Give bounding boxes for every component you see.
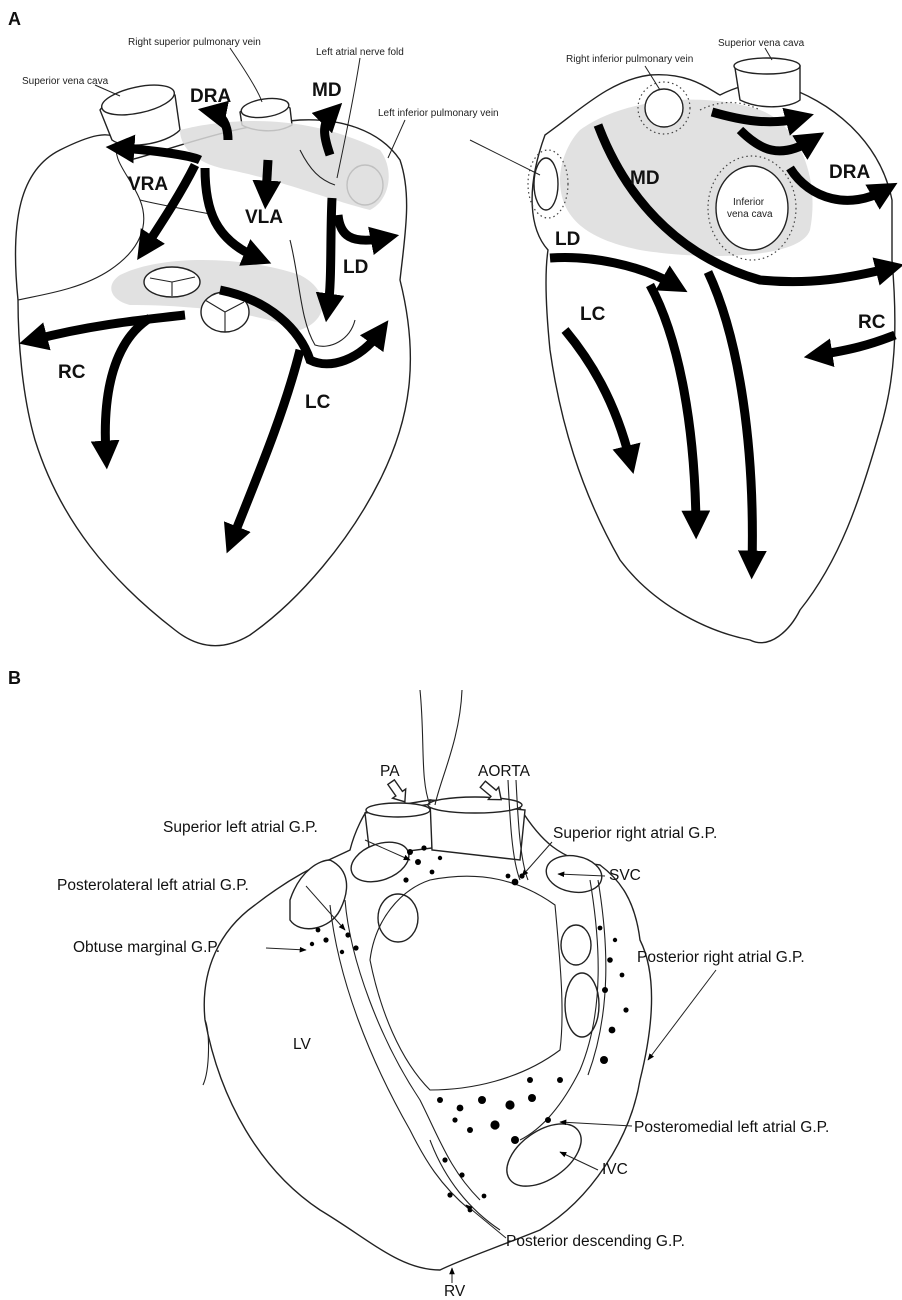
label-vla: VLA	[245, 207, 283, 228]
label-rv: RV	[444, 1283, 466, 1300]
label-left-inferior-pulmonary-vein: Left inferior pulmonary vein	[378, 108, 499, 119]
label-right-superior-pulmonary-vein: Right superior pulmonary vein	[128, 37, 261, 48]
arrow-ld-1	[328, 198, 332, 308]
label-obtuse-marginal-gp: Obtuse marginal G.P.	[73, 939, 220, 956]
label-inferior-right-1: Inferior	[733, 197, 765, 208]
label-vra: VRA	[128, 174, 168, 195]
label-inferior-right-2: vena cava	[727, 209, 773, 220]
label-md-right: MD	[630, 168, 660, 189]
label-rc: RC	[58, 362, 86, 383]
label-posteromedial-left-atrial-gp: Posteromedial left atrial G.P.	[634, 1119, 829, 1136]
ivc-opening	[716, 166, 788, 250]
label-dra: DRA	[190, 86, 231, 107]
label-superior-left-atrial-gp: Superior left atrial G.P.	[163, 819, 318, 836]
label-posterior-right-atrial-gp: Posterior right atrial G.P.	[637, 949, 805, 966]
panel-a-right-heart: MD DRA LD LC RC Inferior vena cava Right…	[470, 38, 895, 643]
label-pa: PA	[380, 763, 400, 780]
label-posterolateral-left-atrial-gp: Posterolateral left atrial G.P.	[57, 877, 249, 894]
panel-a-label: A	[8, 9, 21, 29]
label-svc: SVC	[609, 867, 641, 884]
label-lv: LV	[293, 1036, 311, 1053]
label-left-atrial-nerve-fold: Left atrial nerve fold	[316, 47, 404, 58]
label-aorta: AORTA	[478, 763, 531, 780]
label-ld: LD	[343, 257, 368, 278]
label-rc-right: RC	[858, 312, 886, 333]
label-posterior-descending-gp: Posterior descending G.P.	[506, 1233, 685, 1250]
label-superior-vena-cava-right: Superior vena cava	[718, 38, 805, 49]
label-dra-right: DRA	[829, 162, 870, 183]
label-superior-right-atrial-gp: Superior right atrial G.P.	[553, 825, 717, 842]
label-ivc: IVC	[602, 1161, 628, 1178]
panel-a-left-heart: DRA MD VRA VLA LD RC LC Superior vena ca…	[15, 37, 498, 646]
label-lc-right: LC	[580, 304, 606, 325]
label-lc: LC	[305, 392, 331, 413]
label-right-inferior-pulmonary-vein: Right inferior pulmonary vein	[566, 54, 693, 65]
panel-b-label: B	[8, 668, 21, 688]
label-md: MD	[312, 80, 342, 101]
right-inferior-pulmonary-vein-opening	[645, 89, 683, 127]
label-ld-right: LD	[555, 229, 580, 250]
arrow-vla	[266, 160, 268, 195]
panel-b-heart: PA AORTA Superior left atrial G.P. Super…	[57, 690, 829, 1300]
